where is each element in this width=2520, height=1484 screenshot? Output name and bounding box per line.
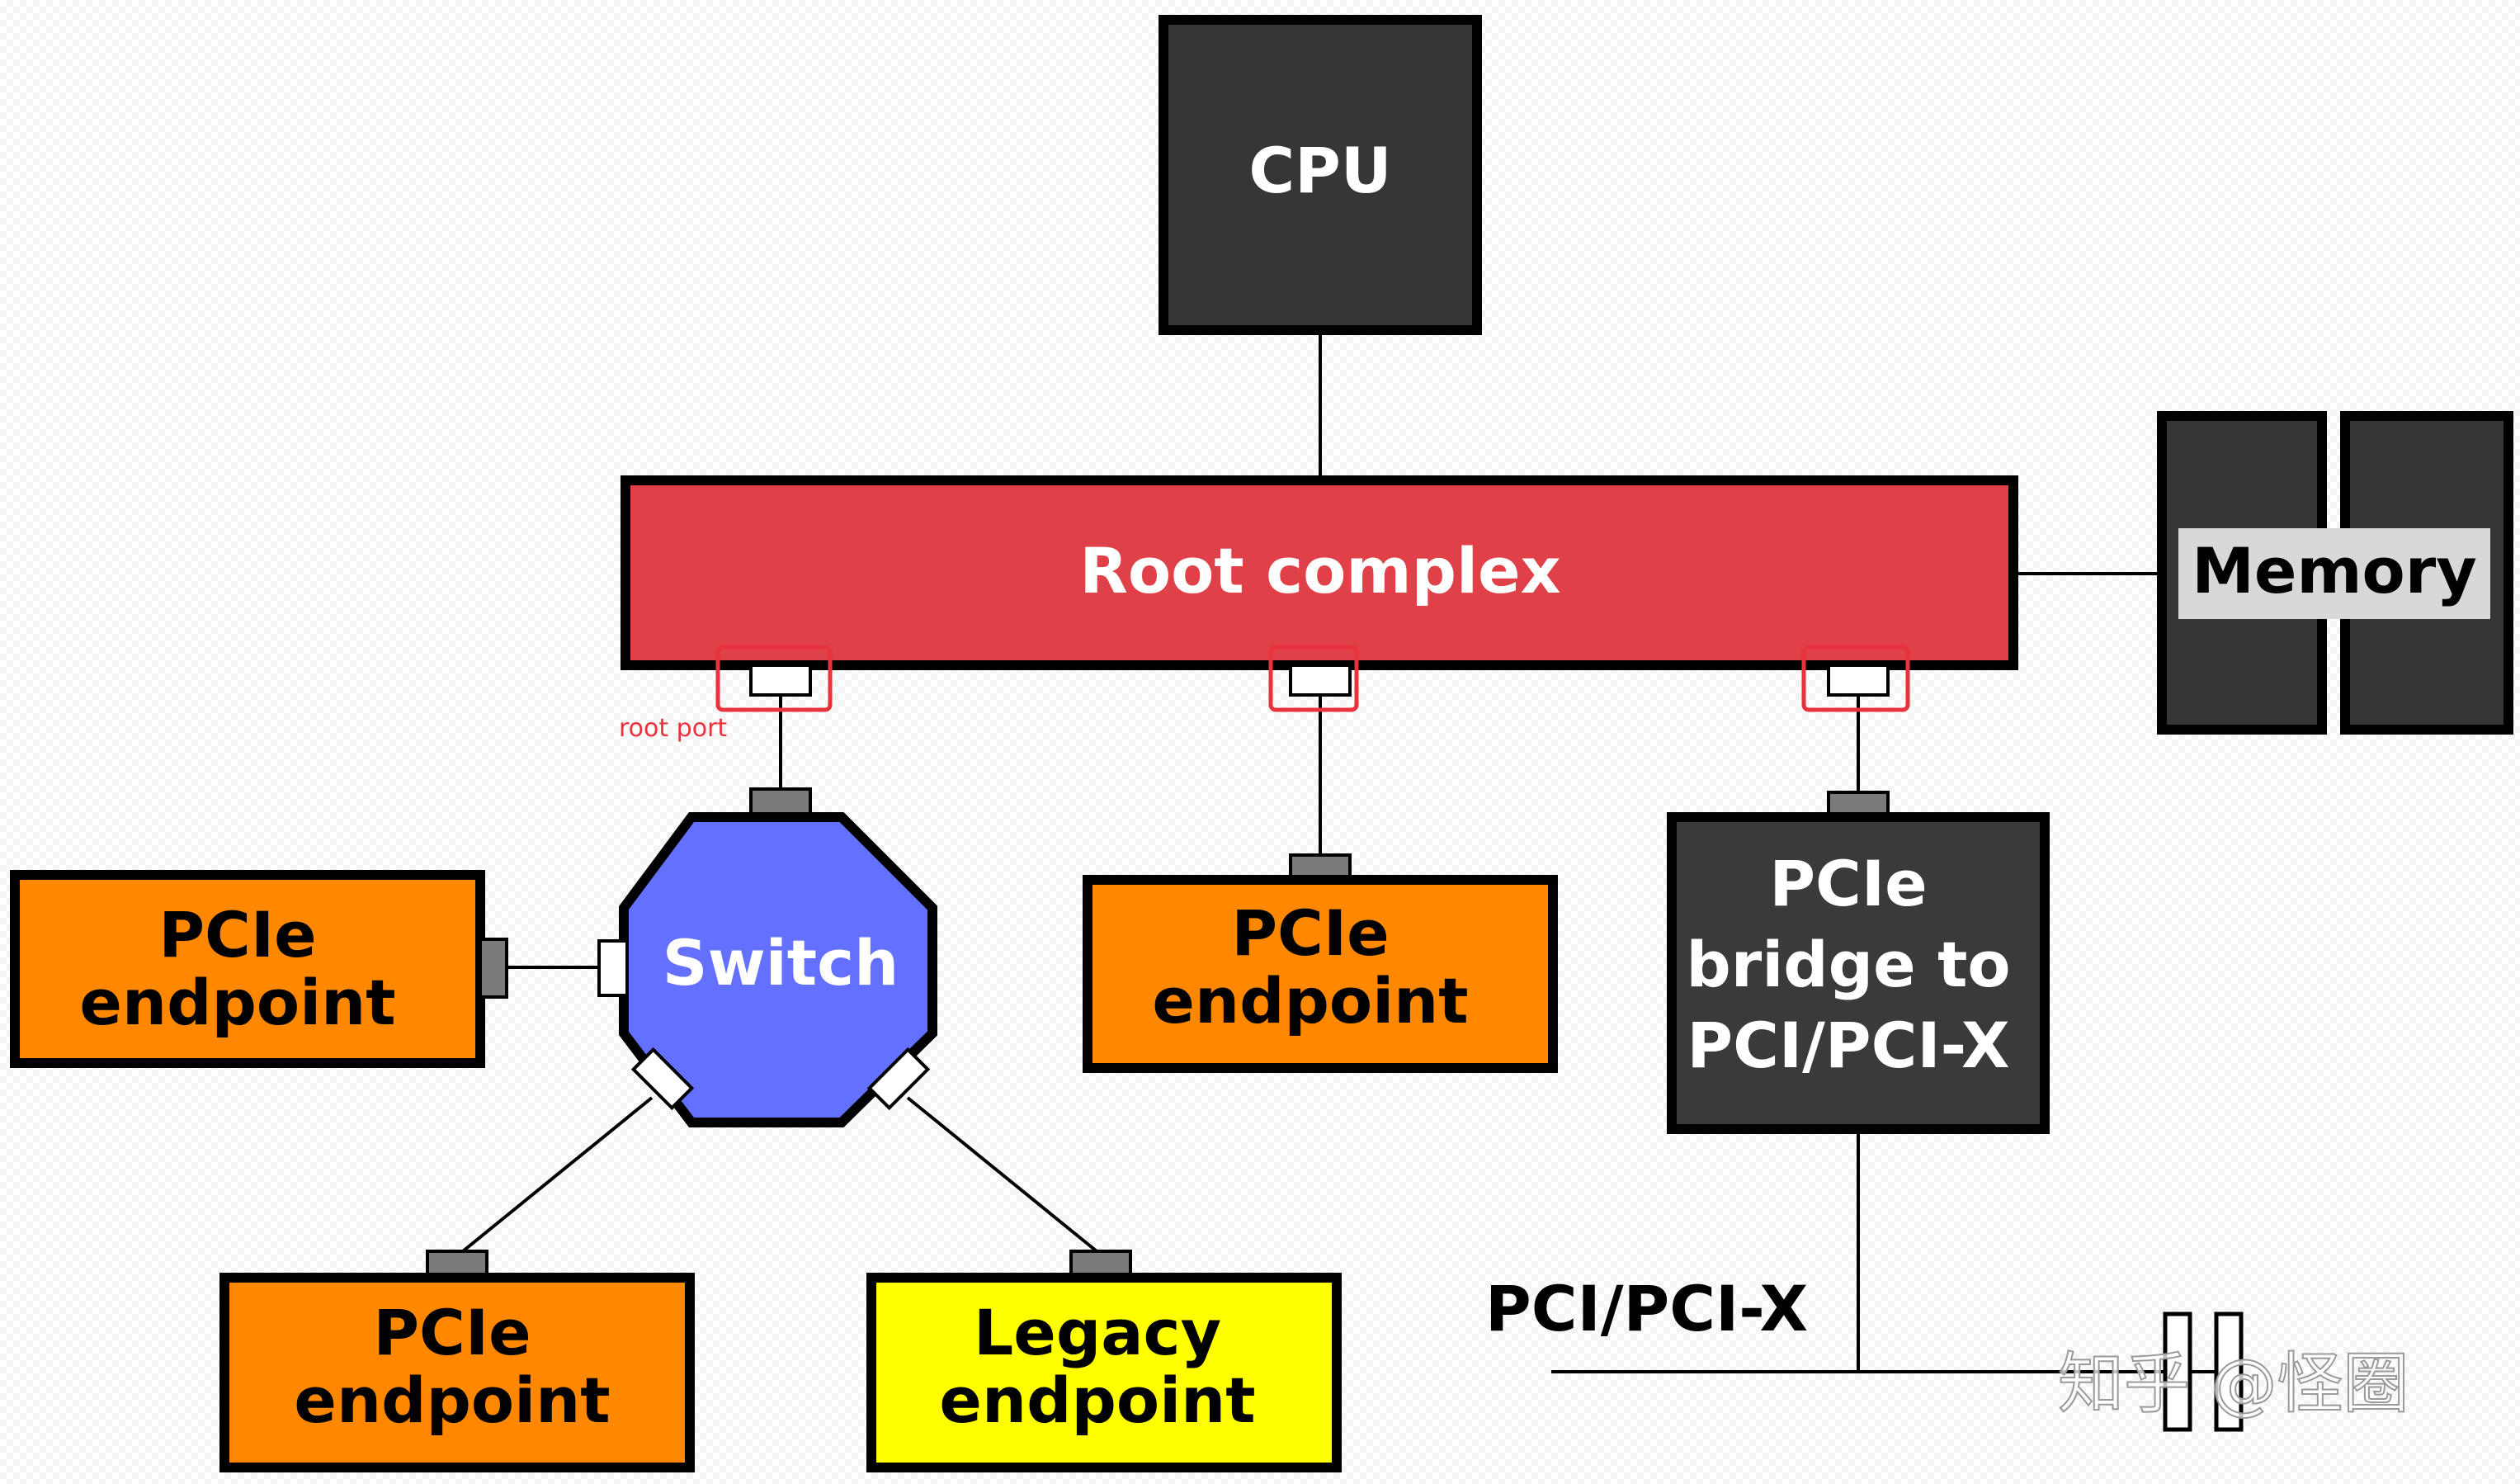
memory-label: Memory bbox=[2192, 534, 2477, 607]
endpoint-center: PCIe endpoint bbox=[1083, 853, 1558, 1073]
endpoint-bottom-line1: PCIe bbox=[373, 1296, 531, 1369]
switch-block: Switch bbox=[597, 787, 937, 1127]
endpoint-left: PCIe endpoint bbox=[10, 870, 508, 1068]
endpoint-left-line1: PCIe bbox=[158, 898, 316, 971]
cpu-box bbox=[1159, 15, 1482, 335]
pci-slot-right bbox=[2214, 1311, 2244, 1432]
bridge-line3: PCI/PCI-X bbox=[1687, 1009, 2009, 1082]
endpoint-bottom-box bbox=[219, 1273, 695, 1472]
bridge-line2: bridge to bbox=[1686, 928, 2010, 1001]
legacy-endpoint-line1: Legacy bbox=[974, 1296, 1221, 1369]
pcie-bridge: PCIe bridge to PCI/PCI-X bbox=[1667, 791, 2050, 1134]
switch-bottom-right-port bbox=[866, 1047, 931, 1111]
pci-slot-left bbox=[2163, 1311, 2192, 1432]
endpoint-center-line2: endpoint bbox=[1152, 964, 1468, 1037]
pci-bus: PCI/PCI-X bbox=[1485, 1272, 2244, 1432]
endpoint-bottom: PCIe endpoint bbox=[219, 1250, 695, 1472]
legacy-endpoint-box bbox=[866, 1273, 1342, 1472]
cpu-label: CPU bbox=[1248, 134, 1391, 207]
switch-bottom-left-link bbox=[457, 1096, 654, 1256]
endpoint-center-box bbox=[1083, 875, 1558, 1073]
root-port-2-highlight bbox=[1268, 645, 1359, 712]
bridge-line1: PCIe bbox=[1769, 847, 1927, 920]
memory-block: Memory bbox=[2157, 411, 2513, 735]
connector-lines bbox=[457, 330, 2228, 1373]
switch-bottom-left-port bbox=[630, 1047, 695, 1111]
endpoint-bottom-line2: endpoint bbox=[294, 1363, 610, 1437]
root-port-label: root port bbox=[619, 714, 727, 743]
root-port-3 bbox=[1827, 664, 1890, 697]
root-complex-box bbox=[621, 475, 2018, 670]
switch-left-port bbox=[597, 939, 629, 997]
legacy-endpoint: Legacy endpoint bbox=[866, 1250, 1342, 1472]
bridge-box bbox=[1667, 812, 2050, 1134]
endpoint-center-line1: PCIe bbox=[1231, 896, 1389, 970]
endpoint-left-line2: endpoint bbox=[79, 966, 395, 1039]
root-port-1-highlight bbox=[715, 645, 833, 712]
pci-bus-label: PCI/PCI-X bbox=[1485, 1272, 1808, 1345]
root-complex-block: Root complex bbox=[621, 475, 2018, 670]
switch-bottom-right-link bbox=[906, 1096, 1102, 1256]
cpu-block: CPU bbox=[1159, 15, 1482, 335]
legacy-endpoint-line2: endpoint bbox=[939, 1363, 1255, 1437]
root-port-1 bbox=[749, 664, 812, 697]
switch-label: Switch bbox=[663, 926, 899, 1000]
root-ports: root port bbox=[619, 645, 1910, 743]
endpoint-left-port bbox=[479, 938, 508, 999]
root-port-3-highlight bbox=[1801, 645, 1910, 712]
root-port-2 bbox=[1289, 664, 1352, 697]
watermark: 知乎 @怪圈 bbox=[2058, 1345, 2409, 1422]
root-complex-label: Root complex bbox=[1079, 534, 1560, 607]
memory-label-plate bbox=[2178, 528, 2490, 619]
